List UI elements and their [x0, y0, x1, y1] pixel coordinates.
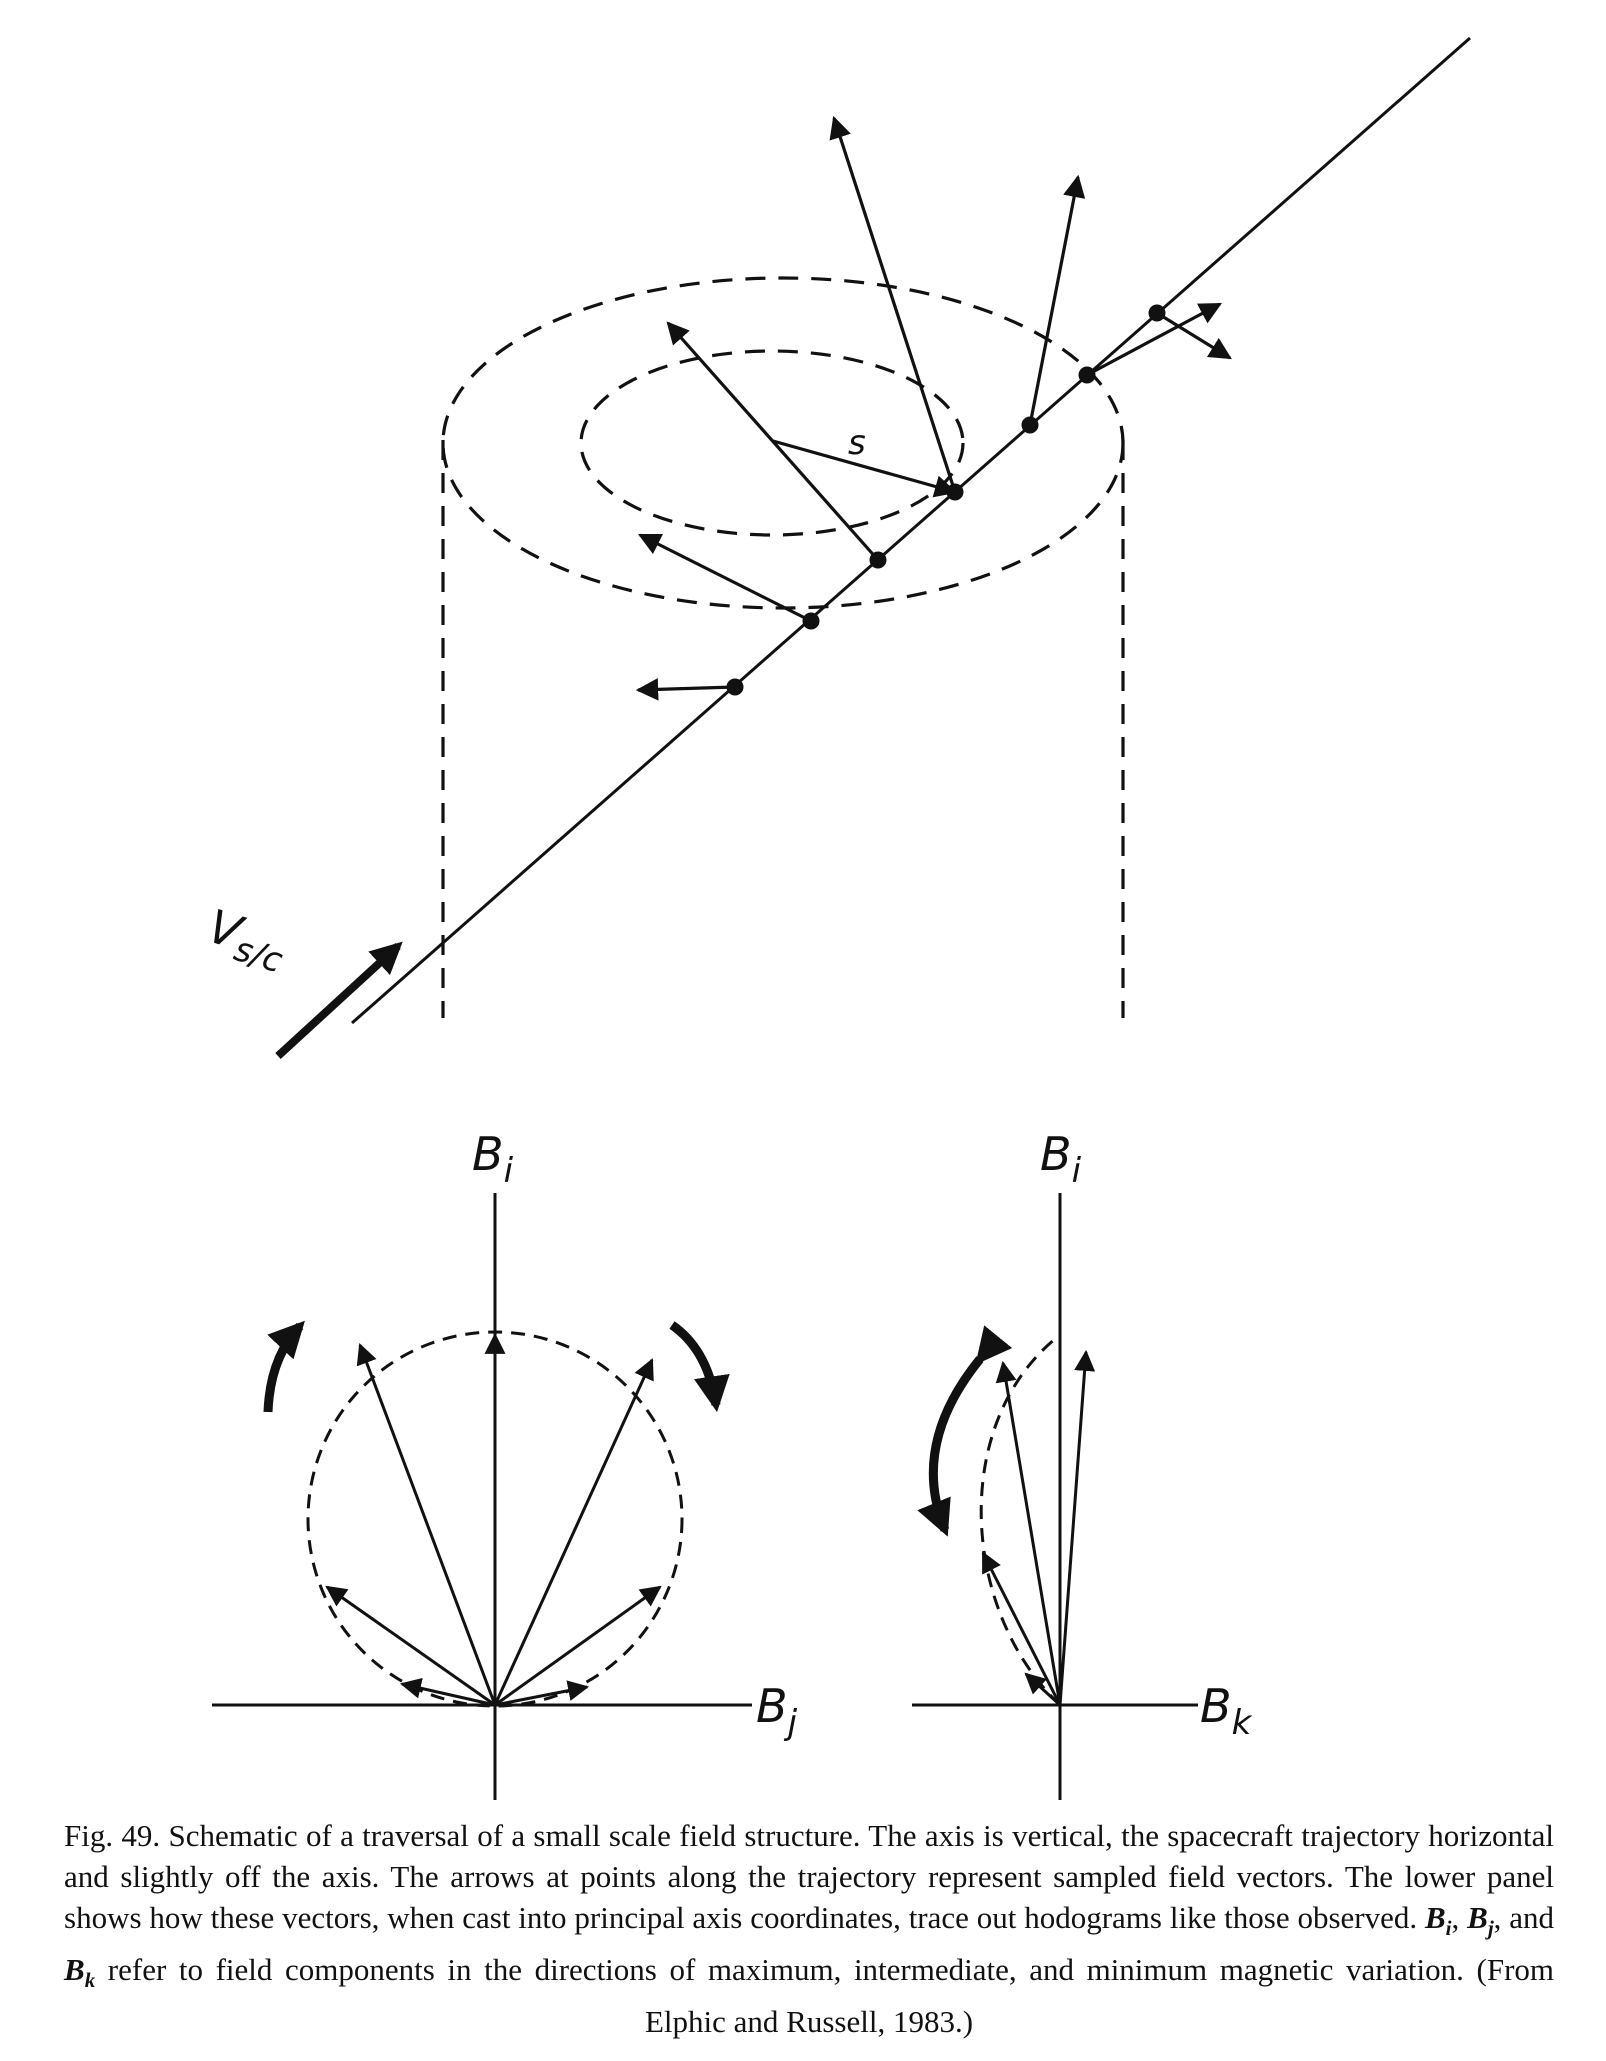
field-vector-2 [637, 533, 812, 623]
hodogram-vector-l4 [325, 1585, 496, 1707]
sample-point-5 [1021, 416, 1039, 434]
bi-label-left: Bi [472, 1127, 514, 1191]
bj-label: Bj [756, 1679, 798, 1743]
caption-sep-2: , and [1493, 1900, 1555, 1935]
flux-cylinder [441, 276, 1125, 1018]
sample-point-4 [946, 483, 964, 501]
sample-point-1 [726, 678, 744, 696]
hodogram-bi-bj [212, 1193, 752, 1800]
hodogram-vector-l5 [494, 1585, 662, 1707]
rotation-arrow-left-icon [263, 1320, 305, 1413]
bk-label: Bk [1200, 1679, 1253, 1743]
field-vector-5 [1028, 174, 1086, 426]
lower-right-labels: Bi Bk [1040, 1127, 1253, 1743]
hodogram-vectors-left [325, 1332, 662, 1707]
cylinder-inner-ellipse [579, 349, 965, 537]
velocity-label: Vs/c [199, 899, 293, 982]
hodogram-vector-r2 [995, 1360, 1062, 1706]
velocity-arrow [275, 941, 403, 1059]
hodogram-vector-l3 [493, 1358, 654, 1706]
s-label: s [848, 423, 866, 463]
caption-text-1: Fig. 49. Schematic of a traversal of a s… [64, 1818, 1554, 1935]
hodogram-vector-l7 [494, 1680, 590, 1707]
caption-text-2: refer to field components in the directi… [107, 1952, 1554, 2039]
caption-b-i: Bi [1424, 1900, 1452, 1940]
hodogram-bi-bk [912, 1193, 1198, 1800]
sample-point-6 [1078, 366, 1096, 384]
field-vector-1 [635, 678, 736, 701]
hodogram-arc-right [979, 1333, 1062, 1707]
hodogram-circle-left [306, 1330, 684, 1708]
sample-point-2 [802, 612, 820, 630]
rotation-double-arrow-icon [917, 1325, 1013, 1537]
field-vector-7 [1156, 311, 1232, 360]
field-vector-6 [1086, 302, 1222, 377]
figure-caption: Fig. 49. Schematic of a traversal of a s… [64, 1815, 1554, 2042]
caption-b-j: Bj [1467, 1900, 1494, 1940]
diagram-figure: Vs/c s Bi Bj [199, 36, 1471, 1800]
bi-label-right: Bi [1040, 1127, 1082, 1191]
field-vector-4 [829, 115, 957, 493]
trajectory-group [275, 36, 1471, 1059]
field-vector-s [772, 439, 958, 498]
lower-left-labels: Bi Bj [472, 1127, 798, 1743]
hodogram-vector-r4 [1024, 1672, 1062, 1707]
sample-point-3 [869, 551, 887, 569]
upper-labels: Vs/c s [199, 423, 866, 982]
spacecraft-trajectory-line [351, 36, 1471, 1025]
sample-point-7 [1148, 304, 1166, 322]
hodogram-vector-r3 [981, 1551, 1062, 1706]
hodogram-vector-l6 [399, 1677, 496, 1707]
hodogram-vector-l2 [356, 1343, 497, 1706]
hodogram-vectors-right [981, 1349, 1096, 1707]
caption-sep-1: , [1451, 1900, 1460, 1935]
hodogram-vector-r1 [1058, 1349, 1096, 1706]
rotation-arrow-right-icon [669, 1321, 730, 1413]
caption-b-k: Bk [64, 1952, 96, 1992]
